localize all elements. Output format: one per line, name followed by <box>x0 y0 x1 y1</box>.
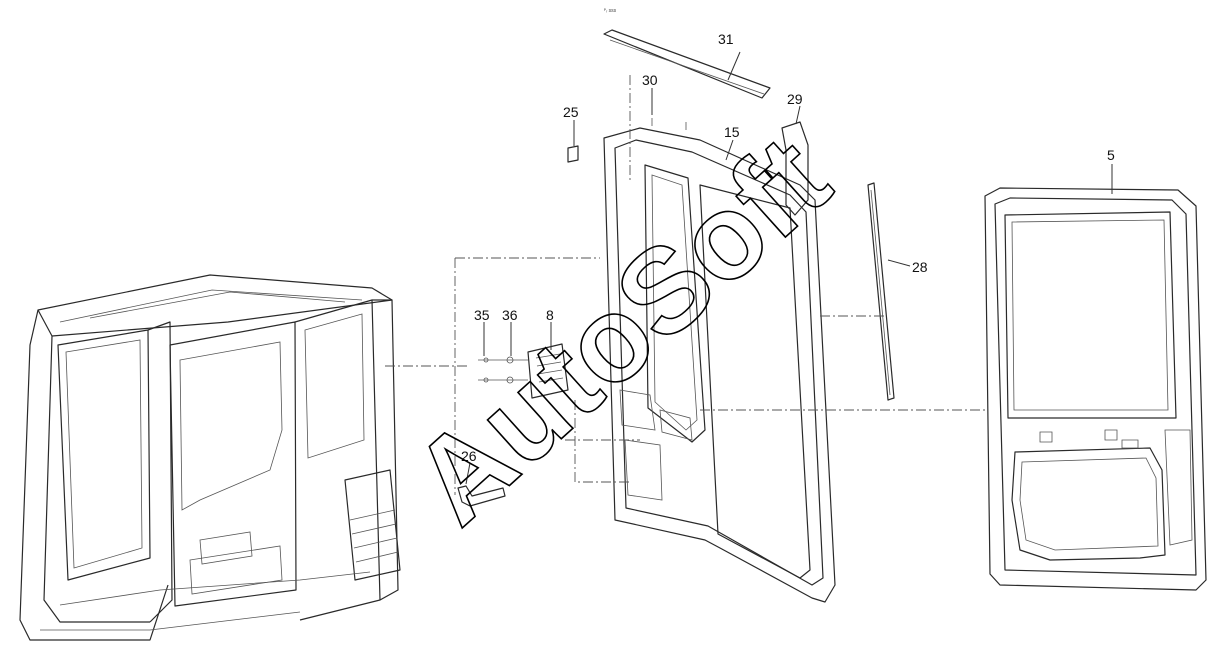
watermark-text: AutoSoft <box>388 111 854 549</box>
callout-31: 31 <box>718 31 734 47</box>
callout-8: 8 <box>546 307 554 323</box>
callout-15: 15 <box>724 124 740 140</box>
callout-29: 29 <box>787 91 803 107</box>
cab-assembly <box>19 274 401 641</box>
seal-28 <box>867 182 895 401</box>
bracket-25 <box>567 145 579 163</box>
assembly-center-lines <box>385 75 985 495</box>
callout-36: 36 <box>502 307 518 323</box>
door-5 <box>984 187 1207 591</box>
callout-25: 25 <box>563 104 579 120</box>
callout-5: 5 <box>1107 147 1115 163</box>
fasteners-35-36 <box>478 356 528 384</box>
callout-26: 26 <box>461 448 477 464</box>
handle-26 <box>457 485 506 507</box>
strip-31 <box>603 29 771 99</box>
corner-mark: ᴾᵣ sss <box>604 8 617 14</box>
door-frame-15 <box>603 127 836 603</box>
callout-30: 30 <box>642 72 658 88</box>
callout-35: 35 <box>474 307 490 323</box>
callout-leaders <box>465 51 1113 485</box>
callout-28: 28 <box>912 259 928 275</box>
bracket-29 <box>781 121 809 216</box>
